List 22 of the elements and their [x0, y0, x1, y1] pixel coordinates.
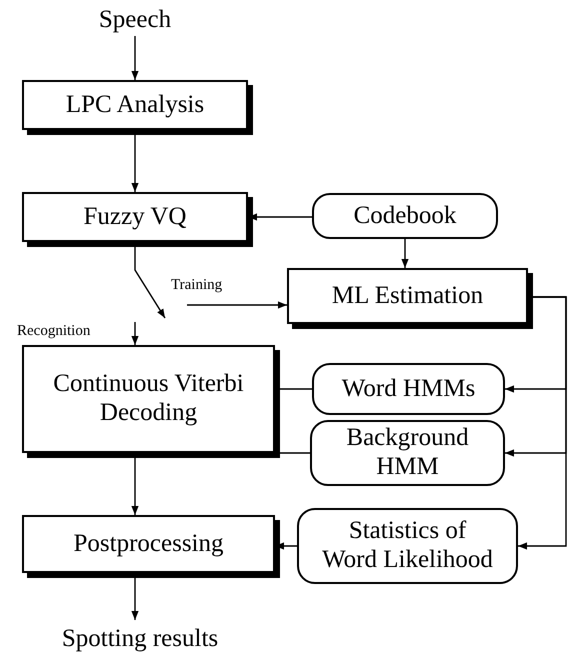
arrow	[518, 296, 567, 550]
arrow	[131, 36, 139, 80]
node-text: Continuous Viterbi Decoding	[52, 370, 245, 428]
data-box	[312, 193, 498, 239]
arrow	[401, 239, 409, 268]
edge-label: Recognition	[16, 322, 92, 341]
node-text: LPC Analysis	[66, 90, 204, 120]
edge-label: Training	[170, 276, 224, 295]
data-box	[312, 363, 505, 415]
data-box	[297, 508, 518, 584]
node-text: Fuzzy VQ	[83, 202, 186, 232]
arrow	[131, 322, 139, 345]
node-text: Background HMM	[345, 424, 470, 482]
node-text: Statistics of Word Likelihood	[321, 517, 494, 575]
node-text: ML Estimation	[332, 282, 484, 310]
arrow	[187, 301, 287, 309]
data-box	[310, 420, 505, 486]
node-text: Word HMMs	[342, 374, 476, 404]
node-text: Codebook	[354, 202, 456, 230]
node-text: Speech	[98, 6, 172, 34]
node-text: Postprocessing	[74, 530, 224, 558]
node-text: Spotting results	[62, 624, 218, 654]
